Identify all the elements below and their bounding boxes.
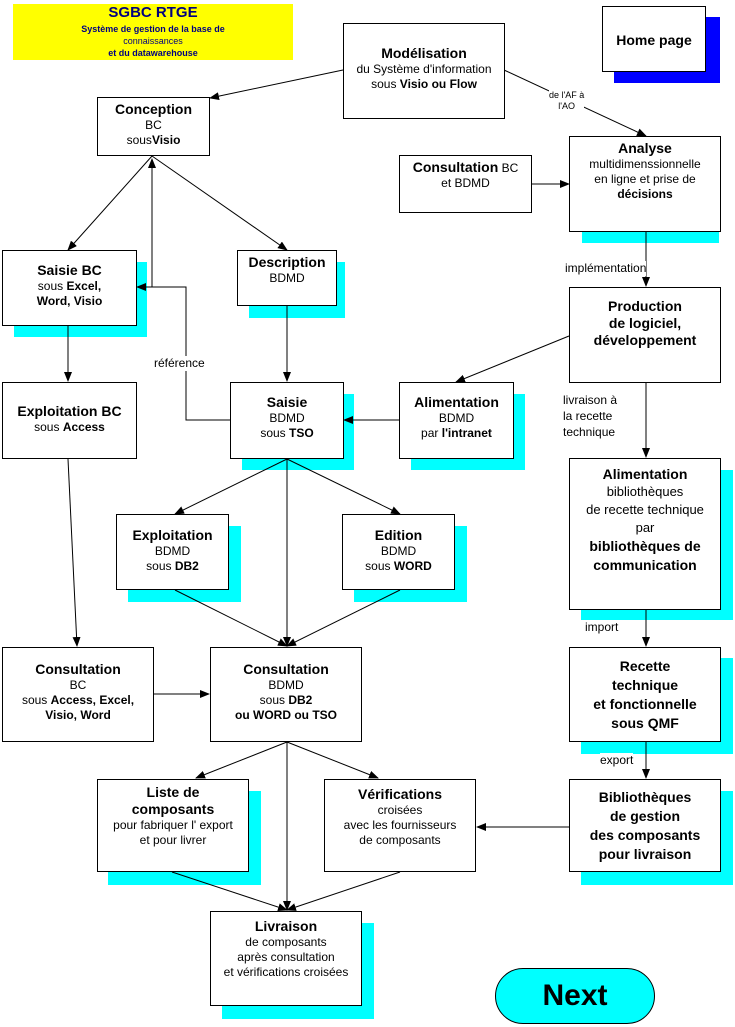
- node-verifications: Vérifications croisées avec les fourniss…: [324, 779, 476, 872]
- title-line-2: connaissances: [123, 36, 183, 46]
- arrow-exploitation-consultation: [174, 589, 288, 647]
- app-title: SGBC RTGE: [108, 4, 198, 21]
- arrow-reference: [136, 283, 230, 421]
- node-consultation-bdmd: Consultation BDMD sous DB2 ou WORD ou TS…: [210, 647, 362, 742]
- node-conception: Conception BC sousVisio: [97, 97, 210, 156]
- title-banner: SGBC RTGE Système de gestion de la base …: [13, 4, 293, 60]
- arrow-exploitation-bc-consultation: [67, 458, 81, 647]
- node-analyse: Analyse multidimenssionnelle en ligne et…: [569, 136, 721, 232]
- next-button[interactable]: Next: [495, 968, 655, 1024]
- node-liste-composants: Liste de composants pour fabriquer l' ex…: [97, 779, 249, 872]
- arrow-modelisation-conception: [209, 69, 344, 101]
- label-livraison-recette: livraison à la recette technique: [563, 393, 618, 439]
- node-exploitation-bdmd: Exploitation BDMD sous DB2: [116, 514, 229, 590]
- node-bibliotheques: Bibliothèques de gestion des composants …: [569, 779, 721, 872]
- title-line-3: et du datawarehouse: [108, 48, 198, 58]
- arrow-saisie-edition: [286, 458, 401, 515]
- node-alimentation-bdmd: Alimentation BDMD par l'intranet: [399, 382, 514, 459]
- arrow-production-alimentation: [455, 335, 570, 383]
- node-exploitation-bc: Exploitation BC sous Access: [2, 382, 137, 459]
- arrow-conception-description: [151, 155, 288, 251]
- arrow-consultation-liste: [195, 741, 288, 779]
- node-edition: Edition BDMD sous WORD: [342, 514, 455, 590]
- label-implementation: implémentation: [565, 261, 647, 276]
- node-alimentation-bibliotheques: Alimentation bibliothèques de recette te…: [569, 458, 721, 610]
- node-modelisation: Modélisation du Système d'information so…: [343, 23, 505, 119]
- label-import: import: [585, 620, 619, 635]
- label-export: export: [600, 753, 634, 768]
- node-consultation-bc-bdmd: Consultation BC et BDMD: [399, 155, 532, 213]
- node-description: Description BDMD: [237, 250, 337, 306]
- node-recette: Recette technique et fonctionnelle sous …: [569, 647, 721, 742]
- node-consultation-bc: Consultation BC sous Access, Excel, Visi…: [2, 647, 154, 742]
- node-saisie-bc: Saisie BC sous Excel, Word, Visio: [2, 250, 137, 326]
- home-page-button[interactable]: Home page: [602, 6, 706, 72]
- arrow-consultation-verifications: [286, 741, 379, 779]
- arrow-edition-consultation: [286, 589, 401, 647]
- arrow-verifications-livraison: [286, 871, 401, 911]
- arrow-liste-livraison: [171, 871, 288, 911]
- node-livraison: Livraison de composants après consultati…: [210, 911, 362, 1006]
- node-saisie-bdmd: Saisie BDMD sous TSO: [230, 382, 344, 459]
- title-line-1: Système de gestion de la base de: [81, 24, 225, 34]
- label-reference: référence: [154, 356, 205, 371]
- node-production: Production de logiciel, développement: [569, 287, 721, 383]
- arrow-saisie-exploitation: [174, 458, 288, 515]
- arrow-conception-saisie-bc: [67, 155, 153, 251]
